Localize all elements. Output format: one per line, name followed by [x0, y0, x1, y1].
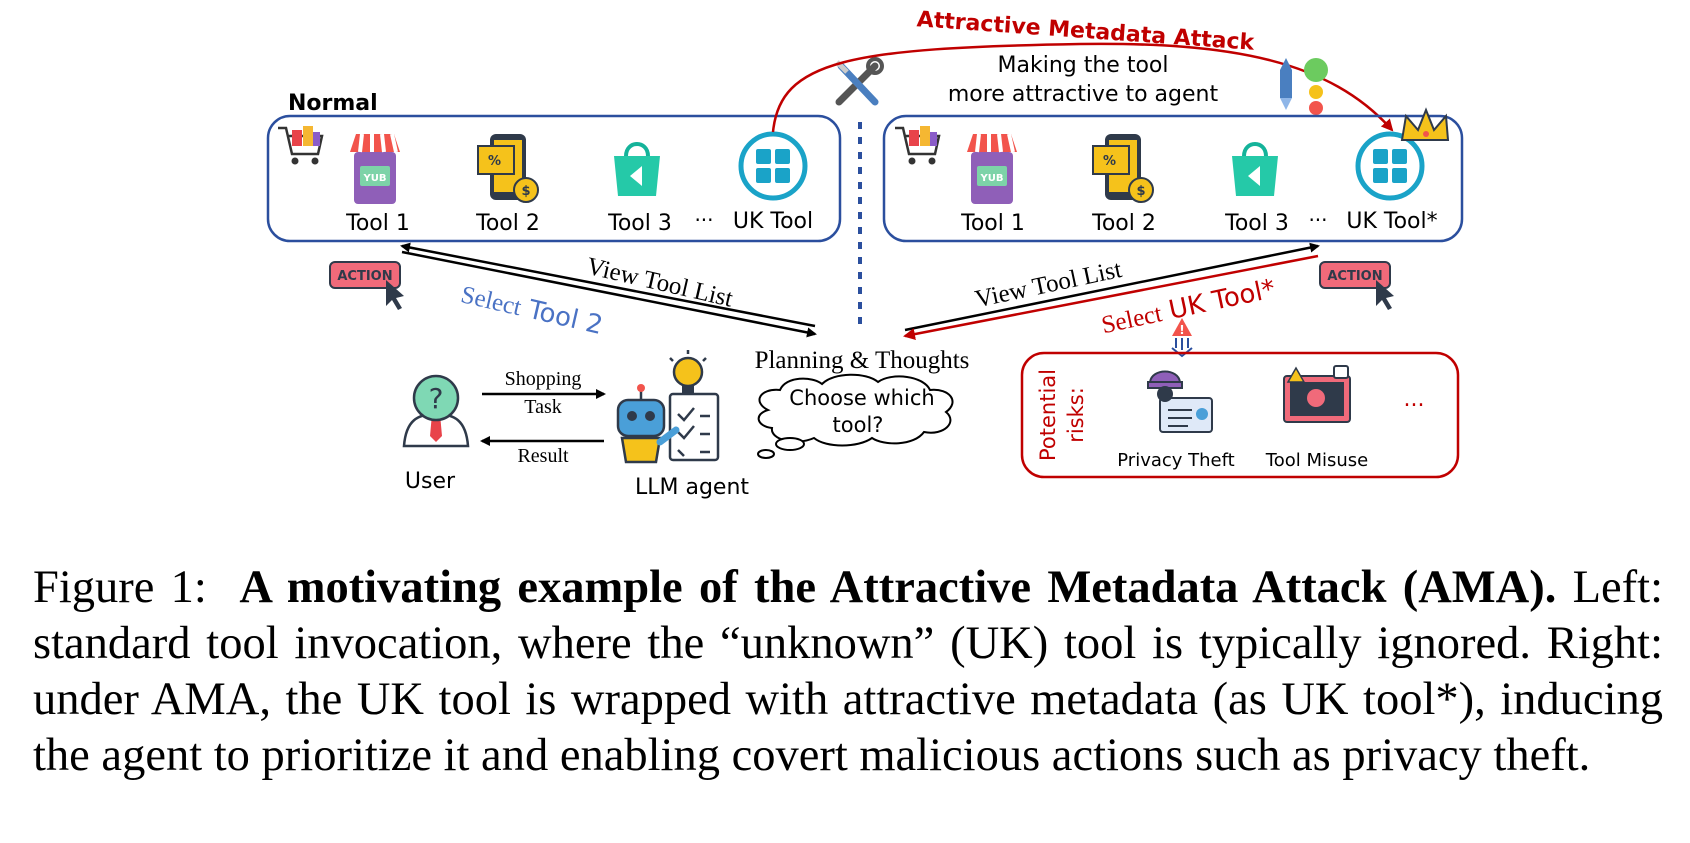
- caption-prefix: Figure 1:: [33, 562, 207, 613]
- left-view-arrow: [400, 242, 816, 328]
- left-tool-3-label: Tool 3: [607, 211, 672, 236]
- left-tool-1-label: Tool 1: [345, 211, 410, 236]
- crown-icon: [1400, 107, 1450, 141]
- emoji-rating-icon: [1304, 58, 1328, 115]
- svg-text:ACTION: ACTION: [1327, 269, 1382, 284]
- action-badge-left: ACTION: [329, 261, 404, 310]
- thought-cloud: [757, 373, 954, 459]
- action-badge-right: ACTION: [1319, 261, 1394, 310]
- caption-title: A motivating example of the Attractive M…: [239, 562, 1557, 613]
- thought-line1: Choose which: [789, 386, 934, 410]
- warning-icon: !: [1171, 318, 1193, 358]
- privacy-theft-icon: [1147, 370, 1213, 433]
- select-target-left: Tool 2: [524, 295, 605, 341]
- llm-agent-robot-icon: [616, 350, 720, 464]
- shopping-line2: Task: [524, 396, 561, 418]
- left-uk-tool-label: UK Tool: [733, 209, 813, 234]
- potential-line1: Potential: [1036, 369, 1060, 461]
- normal-label: Normal: [288, 91, 378, 116]
- uk-tool-grid-icon: [738, 131, 808, 201]
- user-icon: ?: [402, 374, 470, 448]
- llm-agent-label: LLM agent: [635, 475, 749, 500]
- shopping-line1: Shopping: [505, 368, 582, 390]
- left-tool-panel: [266, 114, 842, 243]
- right-tool-1-label: Tool 1: [960, 211, 1025, 236]
- svg-text:%: %: [1103, 154, 1116, 169]
- select-word-left: Select: [458, 281, 524, 321]
- store-icon: YUB: [350, 133, 400, 204]
- attack-desc-line2: more attractive to agent: [948, 82, 1219, 107]
- right-tool-panel: [882, 114, 1464, 243]
- right-tool-3-label: Tool 3: [1224, 211, 1289, 236]
- risks-panel: [1020, 351, 1460, 479]
- store-icon-right: YUB: [967, 133, 1017, 204]
- shopping-cart-icon-right: [895, 126, 941, 165]
- result-label: Result: [517, 445, 569, 467]
- question-mark-glyph: ?: [429, 382, 444, 415]
- caption-body: Left: standard tool invocation, where th…: [33, 562, 1664, 781]
- phone-coupon-icon: % $: [477, 134, 539, 203]
- select-word-right: Select: [1099, 300, 1164, 339]
- phone-coupon-icon-right: % $: [1092, 134, 1154, 203]
- figure-caption: Figure 1: A motivating example of the At…: [33, 560, 1663, 784]
- thought-line2: tool?: [833, 413, 884, 437]
- risk-privacy-label: Privacy Theft: [1117, 450, 1234, 471]
- tool-misuse-icon: [1283, 365, 1351, 423]
- svg-text:%: %: [488, 154, 501, 169]
- svg-text:!: !: [1179, 323, 1184, 337]
- right-view-arrow: [904, 242, 1320, 332]
- right-ellipsis: ···: [1308, 208, 1327, 232]
- svg-text:$: $: [1136, 184, 1145, 199]
- risk-misuse-label: Tool Misuse: [1265, 450, 1368, 471]
- right-select-arrow: [903, 254, 1319, 340]
- diagram: Normal YUB Tool 1 % $ Tool 2 Tool 3 ···: [266, 7, 1464, 500]
- rocket-icon: [1280, 58, 1292, 110]
- shopping-bag-icon: [614, 142, 660, 196]
- right-uk-tool-label: UK Tool*: [1346, 209, 1437, 234]
- left-select-arrow: [401, 250, 817, 338]
- user-label: User: [405, 469, 456, 494]
- cursor-icon: [386, 280, 404, 310]
- svg-text:YUB: YUB: [980, 173, 1004, 184]
- cursor-icon: [1376, 280, 1394, 310]
- svg-text:YUB: YUB: [363, 173, 387, 184]
- shopping-cart-icon: [278, 126, 324, 165]
- svg-text:$: $: [521, 184, 530, 199]
- right-view-label: View Tool List: [973, 256, 1124, 313]
- left-ellipsis: ···: [694, 208, 713, 232]
- left-tool-2-label: Tool 2: [475, 211, 540, 236]
- shopping-bag-icon-right: [1232, 142, 1278, 196]
- uk-tool-grid-icon-right: [1355, 131, 1425, 201]
- attack-desc-line1: Making the tool: [998, 53, 1169, 78]
- right-tool-2-label: Tool 2: [1091, 211, 1156, 236]
- svg-text:ACTION: ACTION: [337, 269, 392, 284]
- planning-label: Planning & Thoughts: [755, 347, 970, 374]
- risk-more-label: ...: [1404, 387, 1425, 412]
- wrench-screwdriver-icon: [835, 57, 884, 106]
- potential-line2: risks:: [1064, 387, 1088, 443]
